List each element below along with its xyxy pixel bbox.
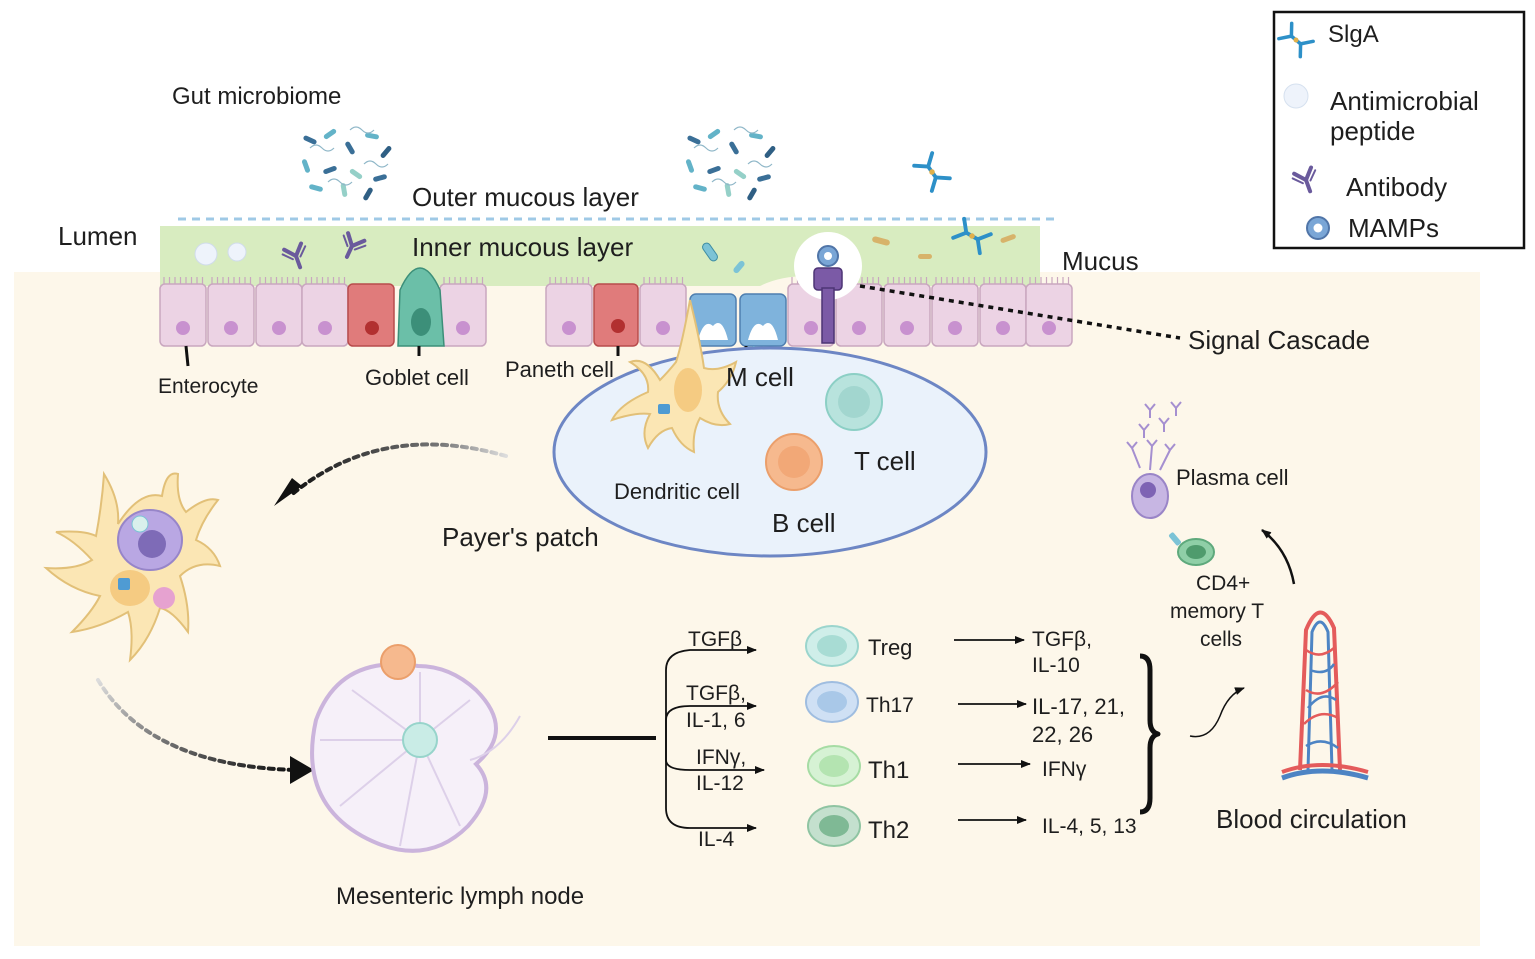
mucus-label: Mucus <box>1062 246 1139 276</box>
cytokine-bracket <box>1139 653 1161 815</box>
plasma-cell-label: Plasma cell <box>1176 465 1288 490</box>
enterocyte <box>1025 277 1073 347</box>
th1-cell-shape <box>807 745 861 787</box>
migration-arrow-1 <box>288 442 508 498</box>
treg-cell-shape <box>805 625 859 667</box>
differentiation-branches <box>665 646 765 832</box>
enterocyte <box>439 277 487 347</box>
th1-label: Th1 <box>868 757 909 784</box>
antimicrobial-peptide-legend-icon <box>1283 83 1309 109</box>
plasma-cell <box>1126 401 1182 519</box>
legend-amp-label-1: Antimicrobial <box>1330 86 1479 116</box>
antibody-icon <box>342 231 367 259</box>
mesenteric-lymph-node-label: Mesenteric lymph node <box>336 883 584 910</box>
mamps-legend-icon <box>1306 216 1330 240</box>
siga-icon <box>912 151 952 193</box>
cd4-label-2: memory T <box>1170 600 1264 623</box>
b-cell-label: B cell <box>772 508 836 538</box>
cd4-label-3: cells <box>1200 628 1242 651</box>
signal-cascade-label: Signal Cascade <box>1188 325 1370 355</box>
th17-output-1: IL-17, 21, <box>1032 694 1125 719</box>
enterocyte <box>159 277 207 347</box>
enterocyte <box>835 277 883 347</box>
to-blood-arrow <box>1189 687 1245 738</box>
payers-patch-label: Payer's patch <box>442 522 599 552</box>
cd4-label-1: CD4+ <box>1196 572 1250 595</box>
th17-input-1: TGFβ, <box>686 682 746 705</box>
memory-t-cell <box>1169 532 1215 566</box>
lumen-label: Lumen <box>58 221 138 251</box>
goblet-cell <box>397 267 445 356</box>
treg-input-1: TGFβ <box>688 628 742 651</box>
enterocyte <box>545 277 593 347</box>
th17-output-2: 22, 26 <box>1032 722 1093 747</box>
th2-cell-shape <box>807 805 861 847</box>
treg-output-2: IL-10 <box>1032 654 1080 677</box>
th2-label: Th2 <box>868 817 909 844</box>
th2-input-1: IL-4 <box>698 828 735 851</box>
mucus-bacteria <box>702 234 1016 274</box>
antibody-legend-icon <box>1291 165 1317 194</box>
legend-antibody-label: Antibody <box>1346 172 1447 202</box>
bacteria-cluster <box>685 126 776 201</box>
enterocyte <box>207 277 255 347</box>
payers-patch <box>552 299 988 558</box>
paneth-cell <box>347 283 639 356</box>
gut-microbiome-label: Gut microbiome <box>172 83 341 110</box>
enterocyte <box>301 277 349 347</box>
antibody-icon <box>281 241 307 270</box>
large-dendritic-cell <box>43 470 222 663</box>
t-cell <box>825 373 883 431</box>
m-cell-label: M cell <box>726 362 794 392</box>
cytokine-output-arrows <box>954 636 1031 824</box>
signal-cascade-line <box>859 284 1181 340</box>
enterocyte <box>639 277 687 347</box>
inner-mucous-layer-label: Inner mucous layer <box>412 232 633 262</box>
gut-microbiome <box>301 126 776 201</box>
th17-label: Th17 <box>866 694 914 717</box>
m-cell <box>689 293 787 364</box>
paneth-cell-label: Paneth cell <box>505 357 614 382</box>
enterocyte <box>931 277 979 347</box>
treg-output-1: TGFβ, <box>1032 628 1092 651</box>
legend-amp-label-2: peptide <box>1330 116 1415 146</box>
th1-input-2: IL-12 <box>696 772 744 795</box>
dendritic-cell-label: Dendritic cell <box>614 479 740 504</box>
blood-to-plasma-arrow <box>1261 529 1296 585</box>
antimicrobial-peptides <box>194 242 247 266</box>
bacteria-cluster <box>301 126 392 201</box>
migration-arrow-2 <box>96 678 298 772</box>
th1-output-1: IFNγ <box>1042 758 1087 781</box>
enterocyte <box>883 277 931 347</box>
t-cell-label: T cell <box>854 446 916 476</box>
mamp-receptor <box>794 232 862 344</box>
th2-output-1: IL-4, 5, 13 <box>1042 815 1137 838</box>
th1-input-1: IFNγ, <box>696 746 746 769</box>
siga-legend-icon <box>1277 21 1315 59</box>
th17-cell-shape <box>805 681 859 723</box>
goblet-cell-label: Goblet cell <box>365 365 469 390</box>
siga-molecules <box>912 151 993 256</box>
treg-label: Treg <box>868 635 912 660</box>
blood-circulation-label: Blood circulation <box>1216 804 1407 834</box>
legend-mamps-label: MAMPs <box>1348 213 1439 243</box>
intestinal-epithelium <box>159 277 1073 347</box>
outer-mucous-layer-label: Outer mucous layer <box>412 182 639 212</box>
legend-siga-label: SlgA <box>1328 21 1379 48</box>
siga-icon <box>951 216 993 256</box>
b-cell <box>765 433 823 491</box>
antibody-icon <box>1291 165 1317 194</box>
mesenteric-lymph-node <box>310 644 521 853</box>
legend: SlgA Antimicrobial peptide Antibody MAMP… <box>1272 10 1526 250</box>
mucus-antibodies <box>281 231 367 270</box>
enterocyte-pointer <box>184 345 190 367</box>
enterocyte <box>255 277 303 347</box>
enterocyte-label: Enterocyte <box>158 375 258 398</box>
th17-input-2: IL-1, 6 <box>686 709 746 732</box>
blood-vessel <box>1281 610 1369 781</box>
siga-icon <box>1277 21 1315 59</box>
dendritic-cell <box>610 299 738 454</box>
